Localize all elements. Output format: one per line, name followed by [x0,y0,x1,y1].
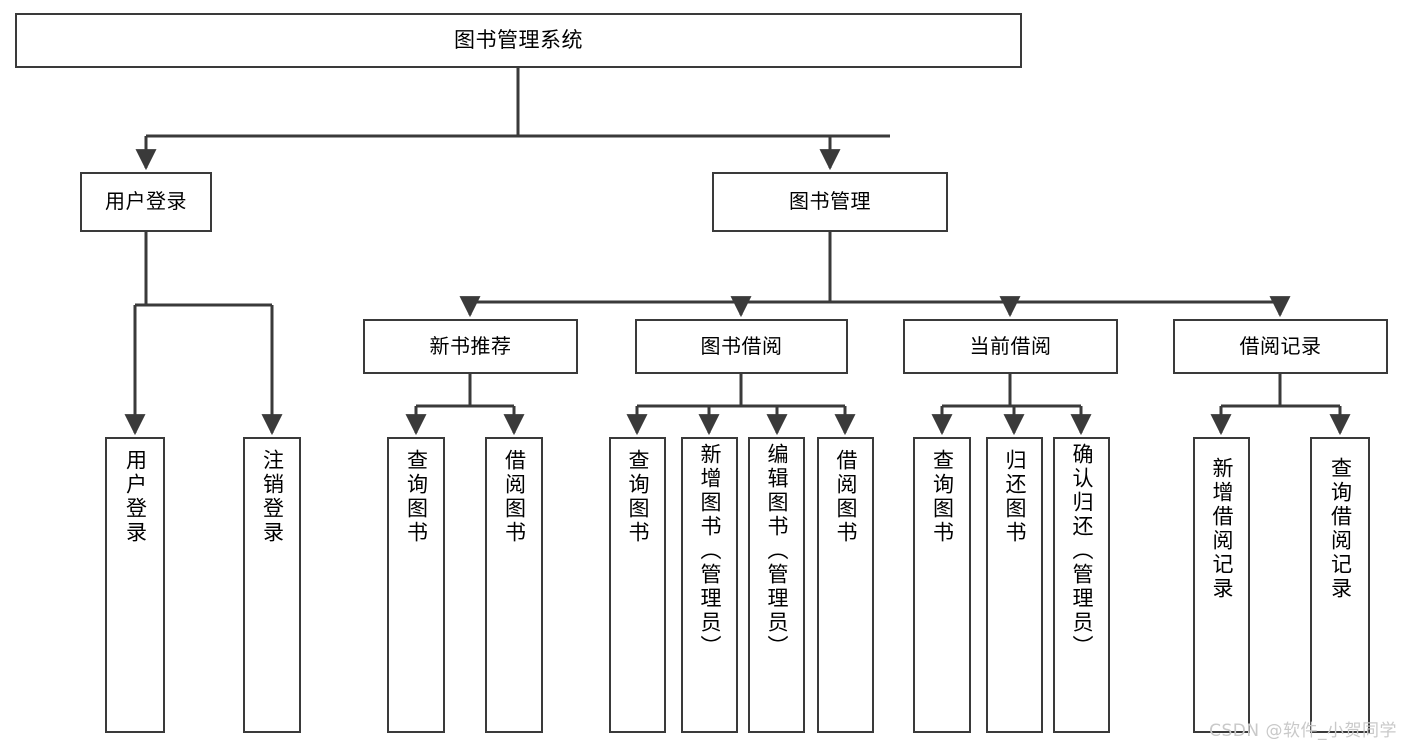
node-borrow-record-label: 借阅记录 [1239,333,1322,358]
leaf-add-book[interactable]: 新增图书（管理员） [681,437,738,733]
watermark: CSDN @软件_小贺同学 [1209,721,1397,741]
node-current-borrow[interactable]: 当前借阅 [903,319,1118,374]
leaf-query-borrow-record-label: 查询借阅记录 [1328,457,1353,601]
leaf-query-book-1[interactable]: 查询图书 [387,437,445,733]
leaf-query-book-2[interactable]: 查询图书 [609,437,666,733]
node-book-borrow[interactable]: 图书借阅 [635,319,848,374]
leaf-add-borrow-record[interactable]: 新增借阅记录 [1193,437,1250,733]
node-root-label: 图书管理系统 [454,28,583,53]
leaf-query-book-3-label: 查询图书 [930,449,955,545]
node-user-login[interactable]: 用户登录 [80,172,212,232]
leaf-user-login-label: 用户登录 [123,449,148,545]
leaf-add-book-label: 新增图书（管理员） [698,443,722,659]
leaf-user-logout[interactable]: 注销登录 [243,437,301,733]
leaf-edit-book[interactable]: 编辑图书（管理员） [748,437,805,733]
leaf-edit-book-label: 编辑图书（管理员） [765,443,789,659]
node-book-manage[interactable]: 图书管理 [712,172,948,232]
node-book-manage-label: 图书管理 [789,189,871,214]
leaf-user-logout-label: 注销登录 [260,449,285,545]
leaf-borrow-book-2-label: 借阅图书 [834,449,858,545]
node-new-book-recommend[interactable]: 新书推荐 [363,319,578,374]
node-root[interactable]: 图书管理系统 [15,13,1022,68]
node-book-borrow-label: 图书借阅 [700,333,783,358]
leaf-borrow-book-2[interactable]: 借阅图书 [817,437,874,733]
leaf-borrow-book-1[interactable]: 借阅图书 [485,437,543,733]
leaf-query-book-3[interactable]: 查询图书 [913,437,971,733]
leaf-query-book-1-label: 查询图书 [404,449,429,545]
leaf-user-login[interactable]: 用户登录 [105,437,165,733]
leaf-query-borrow-record[interactable]: 查询借阅记录 [1310,437,1370,733]
leaf-query-book-2-label: 查询图书 [626,449,650,545]
node-current-borrow-label: 当前借阅 [969,333,1052,358]
node-new-book-recommend-label: 新书推荐 [429,333,512,358]
leaf-borrow-book-1-label: 借阅图书 [502,449,527,545]
leaf-confirm-return-label: 确认归还（管理员） [1070,443,1094,659]
leaf-add-borrow-record-label: 新增借阅记录 [1210,457,1234,601]
leaf-return-book[interactable]: 归还图书 [986,437,1043,733]
node-user-login-label: 用户登录 [105,189,187,214]
leaf-return-book-label: 归还图书 [1003,449,1027,545]
leaf-confirm-return[interactable]: 确认归还（管理员） [1053,437,1110,733]
node-borrow-record[interactable]: 借阅记录 [1173,319,1388,374]
